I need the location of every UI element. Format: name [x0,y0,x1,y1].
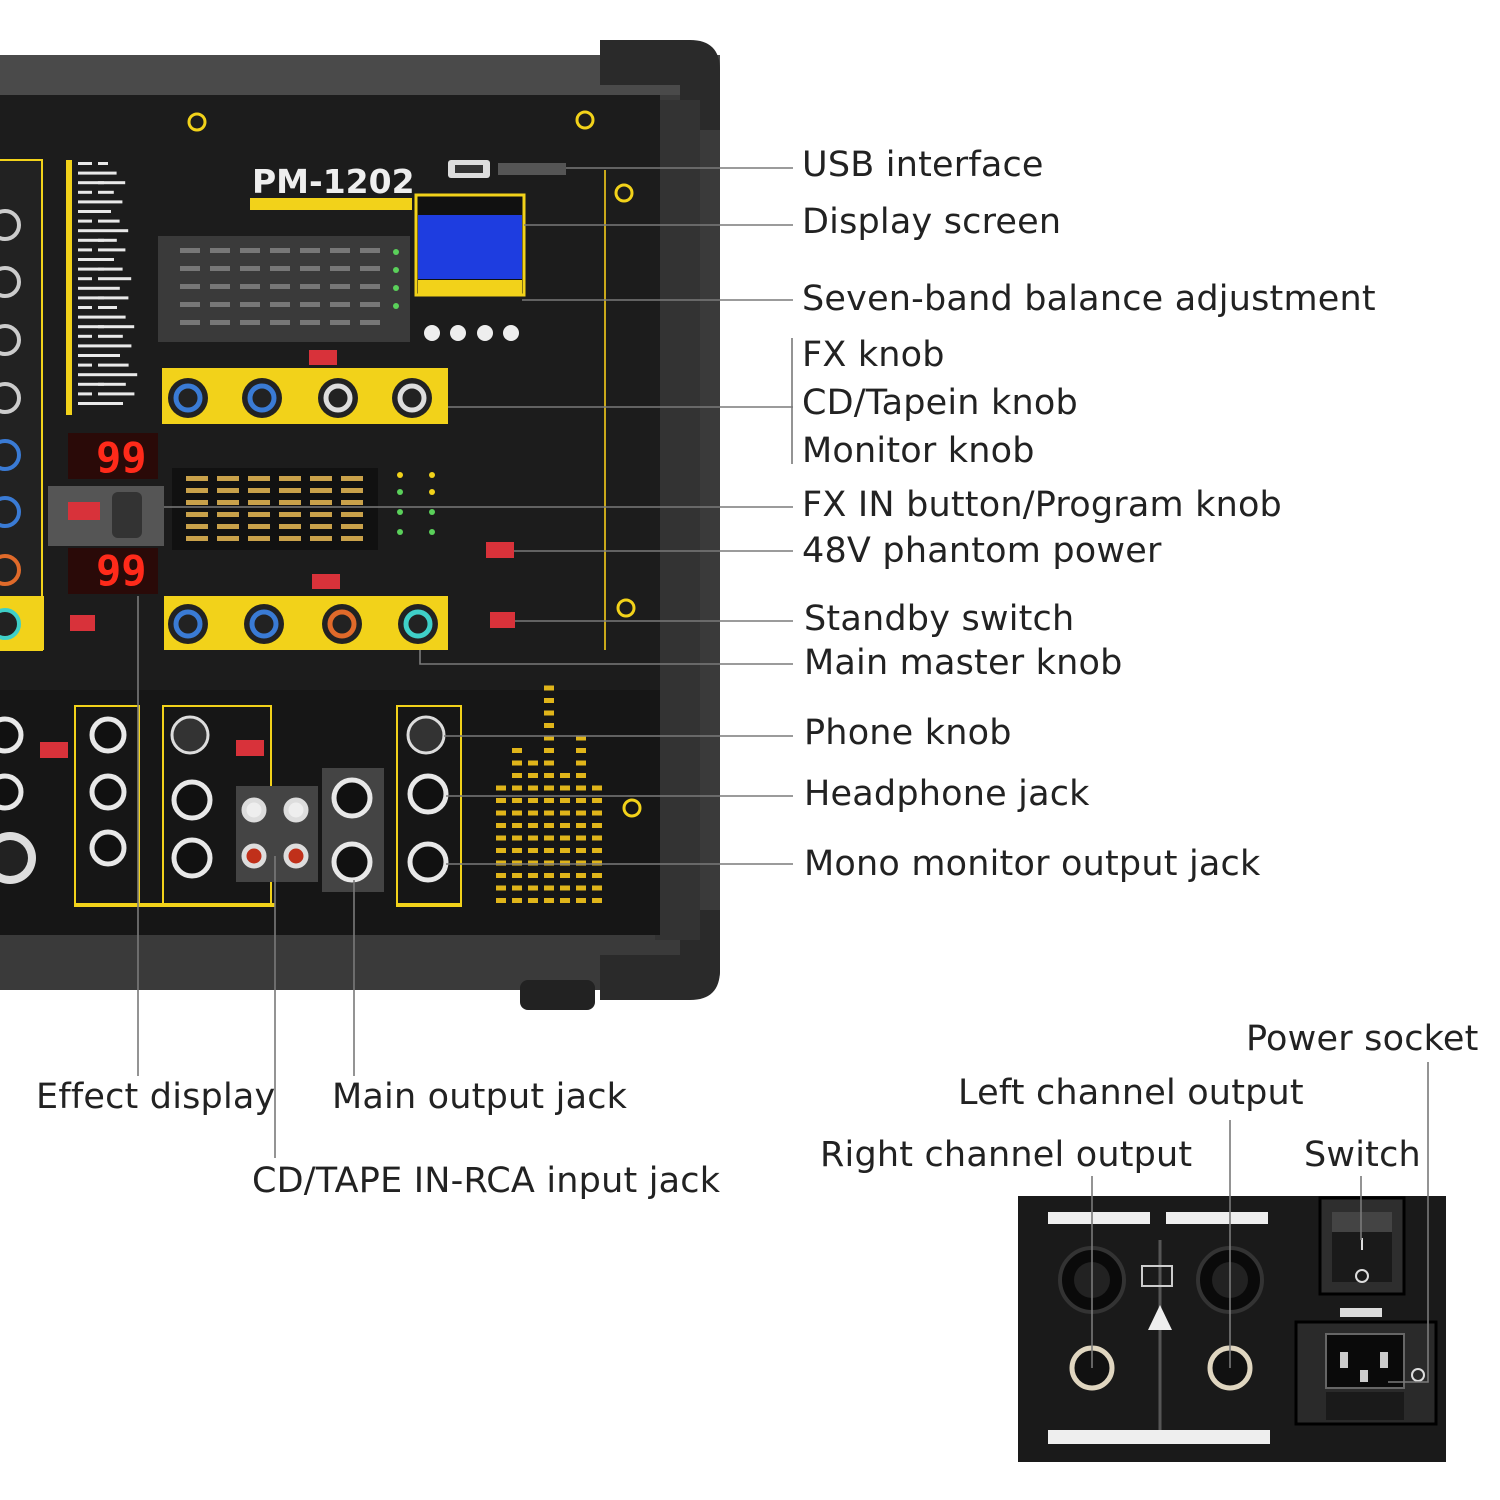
leader-lines [137,167,1429,1383]
model-badge: PM-1202 [250,162,415,210]
label-switch: Switch [1304,1135,1421,1175]
screw [575,110,595,130]
rear-panel [1018,1196,1446,1462]
red-button[interactable] [236,740,264,756]
power-socket[interactable] [1294,1320,1438,1426]
screw [622,798,642,818]
main-output-jack[interactable] [331,777,373,819]
main-output-jack[interactable] [331,841,373,883]
usb-port[interactable] [448,160,566,178]
effect-display-digits-2: 99 [96,546,147,595]
scale-ticks [78,162,138,405]
jack-section [0,685,602,907]
graphic-eq[interactable] [172,468,435,550]
label-fx-knob: FX knob [802,335,945,375]
mono-monitor-jack[interactable] [407,841,449,883]
label-display-screen: Display screen [802,202,1062,242]
label-headphone-jack: Headphone jack [804,774,1090,814]
red-button[interactable] [312,574,340,589]
label-seven-band-eq: Seven-band balance adjustment [802,279,1376,319]
screw [616,598,636,618]
screw [614,183,634,203]
scale-markings [66,160,72,415]
label-fx-in-button: FX IN button/Program knob [802,485,1282,525]
red-button[interactable] [309,350,337,365]
model-name: PM-1202 [252,162,415,201]
display-screen [414,193,526,297]
label-left-channel-output: Left channel output [958,1073,1304,1113]
fx-in-button[interactable] [48,486,164,546]
jack[interactable] [89,829,127,867]
top-knob-strip [162,368,448,424]
label-monitor-knob: Monitor knob [802,431,1035,471]
power-switch[interactable] [1318,1196,1406,1296]
label-main-master-knob: Main master knob [804,643,1123,683]
jack[interactable] [89,773,127,811]
jack[interactable] [171,779,213,821]
headphone-jack[interactable] [407,773,449,815]
label-effect-display: Effect display [36,1077,276,1117]
label-standby-switch: Standby switch [804,599,1075,639]
red-button[interactable] [40,742,68,758]
label-main-output-jack: Main output jack [332,1077,628,1117]
seven-band-eq[interactable] [158,236,410,342]
level-meter [496,685,602,903]
mixer-foot [520,980,595,1010]
standby-switch[interactable] [490,612,515,628]
label-phantom-power: 48V phantom power [802,531,1162,571]
screen-buttons[interactable] [424,325,519,341]
effect-display-digits: 99 [96,433,147,482]
jack[interactable] [89,716,127,754]
label-rca-input-jack: CD/TAPE IN-RCA input jack [252,1161,721,1201]
label-power-socket: Power socket [1246,1019,1479,1059]
red-button[interactable] [70,615,95,631]
label-mono-monitor-jack: Mono monitor output jack [804,844,1261,884]
bottom-knob-strip [0,596,448,650]
effect-display: 99 99 [68,433,158,595]
screw [187,112,207,132]
phone-knob[interactable] [406,715,446,755]
label-cd-tape-knob: CD/Tapein knob [802,383,1078,423]
knob[interactable] [170,715,210,755]
label-phone-knob: Phone knob [804,713,1012,753]
phantom-power-button[interactable] [486,542,514,558]
label-right-channel-output: Right channel output [820,1135,1193,1175]
label-usb-interface: USB interface [802,145,1044,185]
jack[interactable] [171,837,213,879]
warning-icon [1148,1305,1172,1330]
